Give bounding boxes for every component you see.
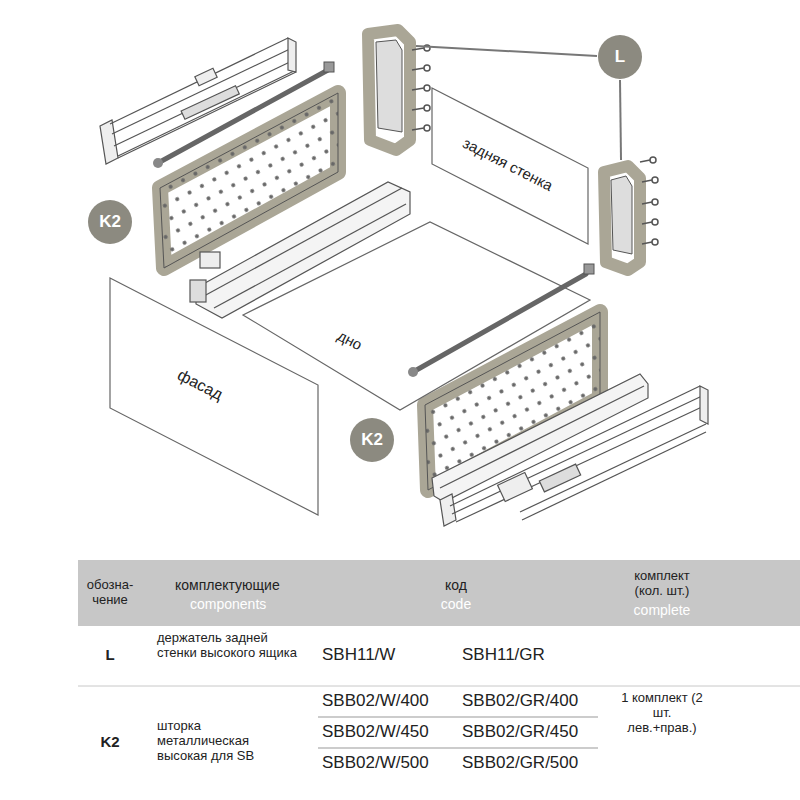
back-wall-panel: задняя стенка <box>430 86 590 246</box>
table-header-band <box>78 560 800 626</box>
callout-letter: K2 <box>361 430 383 450</box>
code-cell: SBB02/W/400 <box>322 691 429 711</box>
code-cell: SBB02/GR/450 <box>462 722 578 742</box>
runner-right <box>432 374 708 526</box>
callout-circle: K2 <box>350 418 394 462</box>
table-header-en: components <box>190 596 266 613</box>
callout-circle: K2 <box>88 200 132 244</box>
designation-cell: L <box>95 646 125 664</box>
table-header-en: complete <box>622 602 702 619</box>
complete-cell: 1 комплект (2 шт. лев.+прав.) <box>620 690 704 735</box>
code-cell: SBB02/GR/500 <box>462 753 578 773</box>
table-header-en: code <box>426 596 486 613</box>
code-cell: SBB02/GR/400 <box>462 691 578 711</box>
drawer-side-left <box>190 182 410 318</box>
code-cell: SBH11/GR <box>462 645 545 665</box>
code-cell: SBB02/W/450 <box>322 722 429 742</box>
back-holder-bottom <box>604 157 658 270</box>
rod-bottom <box>408 264 594 377</box>
component-cell: держатель задней стенки высокого ящика <box>157 630 305 660</box>
panel-label: дно <box>335 327 365 354</box>
table-header: обозна- чение <box>81 577 139 607</box>
callout-circle: L <box>598 35 642 79</box>
callout-letter: K2 <box>99 212 121 232</box>
table-header: комплектующие <box>175 577 280 594</box>
component-cell: шторка металлическая высокая для SB <box>157 718 279 763</box>
code-cell: SBH11/W <box>322 645 395 665</box>
code-cell: SBB02/W/500 <box>322 753 429 773</box>
table-header: код <box>426 577 486 594</box>
table-header: комплект (кол. шт.) <box>622 568 702 598</box>
designation-cell: K2 <box>95 733 125 751</box>
facade-panel: фасад <box>108 276 320 517</box>
back-holder-top <box>368 30 430 150</box>
callout-letter: L <box>615 47 625 67</box>
